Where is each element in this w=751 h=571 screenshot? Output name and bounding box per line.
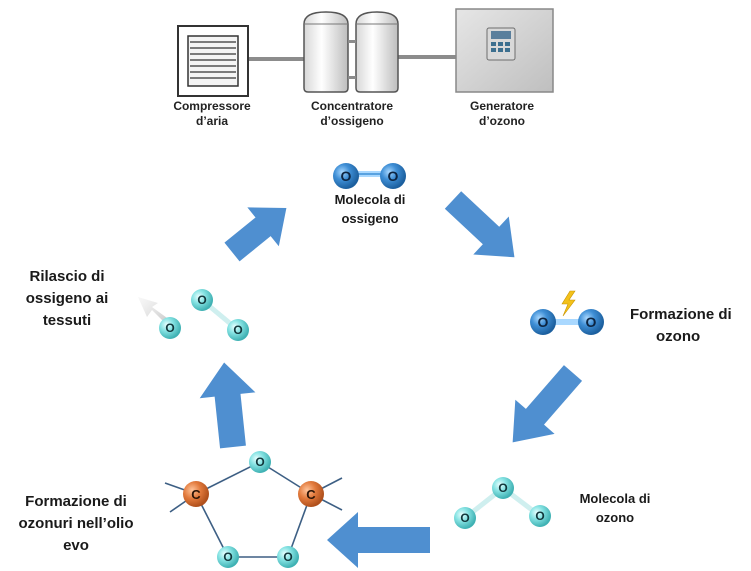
ozonide-label-line-1: Formazione di: [25, 493, 127, 510]
oxygen-atom: [191, 289, 213, 311]
oxygen-symbol: O: [586, 314, 597, 330]
ozone-formation-label-line-2: ozono: [656, 328, 701, 345]
ozone-molecule-label-line-1: Molecola di: [579, 491, 651, 506]
oxygen-symbol: O: [341, 168, 352, 184]
concentrator-label-line-1: Concentratore: [310, 99, 393, 113]
ozone-molecule-label: Molecola di ozono: [560, 489, 670, 527]
lightning-icon: [561, 290, 576, 317]
oxygen-symbol: O: [388, 168, 399, 184]
oxygen-symbol: O: [197, 293, 206, 307]
oxygen-symbol: O: [460, 511, 469, 525]
oxygen-symbol: O: [165, 321, 174, 335]
oxygen-symbol: O: [255, 455, 264, 469]
oxygen-molecule-label-line-1: Molecola di: [334, 192, 406, 207]
oxygen-atom: [454, 507, 476, 529]
arrow-release-to-oxygen: [224, 207, 287, 262]
release-label-line-2: ossigeno ai: [25, 290, 109, 307]
oxygen-concentrator-icon: [303, 11, 399, 93]
equipment-row: [177, 8, 554, 97]
arrow-oxygen-to-formation: [444, 191, 515, 258]
oxygen-symbol: O: [538, 314, 549, 330]
oxygen-symbol: O: [223, 550, 232, 564]
oxygen-atom: [277, 546, 299, 568]
ozonide-label-line-2: ozonuri nell’olio: [18, 515, 134, 532]
oxygen-atom: [380, 163, 406, 189]
ozonide-ring-molecule: O C C O O: [164, 451, 343, 568]
generator-label-line-2: d’ozono: [479, 114, 525, 128]
oxygen-atom: [159, 317, 181, 339]
oxygen-atom: [530, 309, 556, 335]
oxygen-release-label: Rilascio di ossigeno ai tessuti: [8, 266, 126, 332]
ozonide-formation-label: Formazione di ozonuri nell’olio evo: [0, 491, 152, 557]
compressor-label: Compressore d’aria: [160, 99, 264, 129]
oxygen-molecule-label-line-2: ossigeno: [341, 211, 399, 226]
oxygen-atom: [492, 477, 514, 499]
oxygen-atom: [217, 546, 239, 568]
oxygen-molecule-label: Molecola di ossigeno: [318, 190, 422, 228]
pipe-concentrator-generator: [398, 55, 456, 59]
oxygen-symbol: O: [283, 550, 292, 564]
concentrator-label-line-2: d’ossigeno: [320, 114, 384, 128]
ozone-formation-label-line-1: Formazione di: [630, 306, 732, 323]
compressor-label-line-1: Compressore: [173, 99, 251, 113]
arrow-ozonide-to-release: [199, 362, 256, 449]
oxygen-release-molecule: O O O: [138, 289, 249, 341]
oxygen-atom: [578, 309, 604, 335]
generator-label-line-1: Generatore: [469, 99, 535, 113]
ozone-generator-icon: [455, 8, 554, 93]
oxygen-symbol: O: [233, 323, 242, 337]
oxygen-molecule: O O: [333, 163, 406, 189]
oxygen-atom: [227, 319, 249, 341]
air-compressor-icon: [177, 25, 249, 97]
oxygen-atom: [249, 451, 271, 473]
carbon-atom: [298, 481, 324, 507]
arrow-formation-to-ozone: [512, 365, 583, 443]
oxygen-atom: [529, 505, 551, 527]
generator-label: Generatore d’ozono: [452, 99, 552, 129]
release-label-line-3: tessuti: [42, 312, 92, 329]
release-label-line-1: Rilascio di: [29, 268, 105, 285]
ozone-formation-molecule: O O: [530, 290, 604, 335]
carbon-symbol: C: [306, 487, 316, 502]
compressor-label-line-2: d’aria: [195, 114, 228, 128]
ozone-molecule-label-line-2: ozono: [595, 510, 635, 525]
oxygen-symbol: O: [535, 509, 544, 523]
arrow-ozone-to-ozonide: [327, 512, 430, 568]
concentrator-label: Concentratore d’ossigeno: [292, 99, 412, 129]
oxygen-atom: [333, 163, 359, 189]
ozonide-label-line-3: evo: [63, 537, 89, 554]
oxygen-symbol: O: [498, 481, 507, 495]
carbon-atom: [183, 481, 209, 507]
pipe-compressor-concentrator: [248, 57, 304, 61]
carbon-symbol: C: [191, 487, 201, 502]
cycle-arrows: [199, 191, 583, 568]
ozone-formation-label: Formazione di ozono: [630, 304, 750, 348]
ozone-molecule: O O O: [454, 477, 551, 529]
